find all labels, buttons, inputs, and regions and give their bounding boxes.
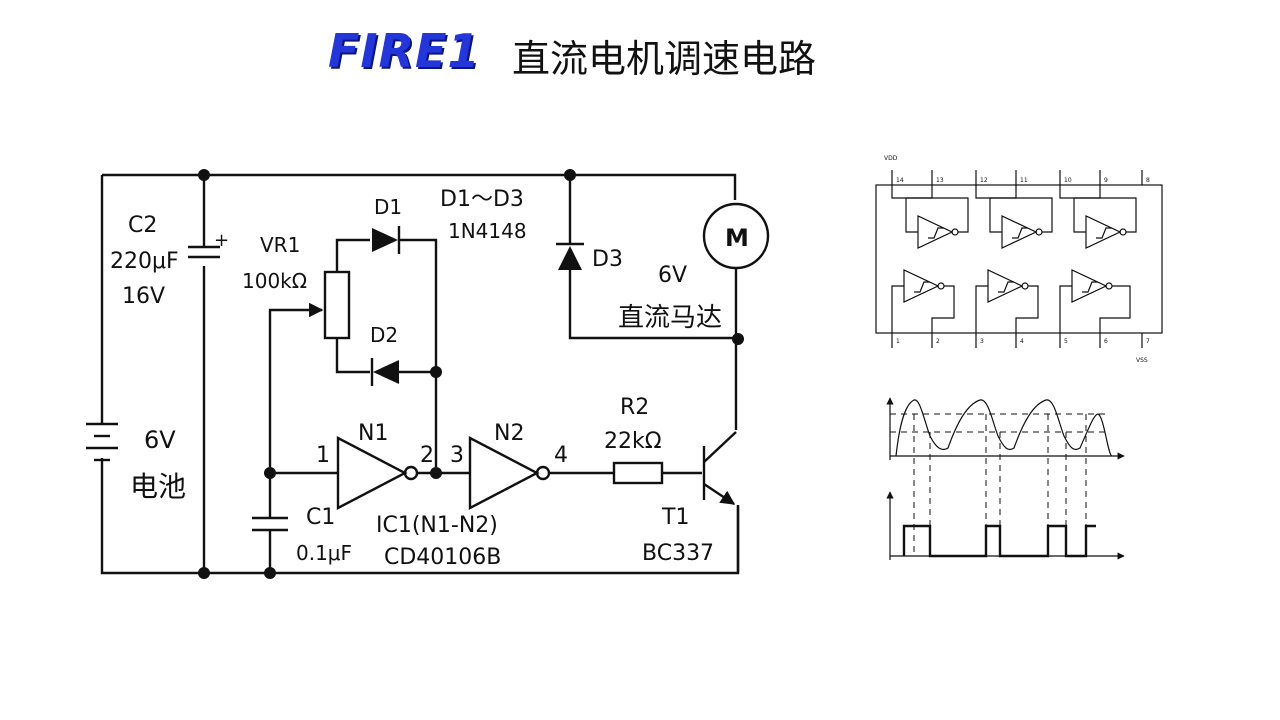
waveform-diagram: [886, 397, 1125, 560]
motor-label: 直流马达: [618, 303, 722, 333]
inverter-n1: [270, 436, 470, 510]
battery-voltage-label: 6V: [144, 426, 176, 454]
vr1-name-label: VR1: [260, 233, 300, 257]
vdd-label: VDD: [884, 155, 898, 162]
t1-name-label: T1: [661, 505, 689, 530]
diode-d1: [372, 226, 438, 467]
capacitor-c2: [188, 175, 220, 573]
resistor-r2: [612, 461, 702, 485]
diode-d3: [556, 175, 738, 340]
pinout-pins: [891, 170, 1143, 348]
vr1-value-label: 100kΩ: [242, 269, 307, 293]
pin-number: 13: [936, 177, 944, 184]
pin-number: 2: [936, 338, 940, 345]
inverter-gate-lower-3: [1059, 269, 1131, 333]
c2-voltage-label: 16V: [122, 284, 165, 309]
junction-dot: [430, 467, 442, 479]
potentiometer-vr1: [268, 238, 370, 467]
c2-plus-sign: +: [214, 230, 229, 251]
n2-name-label: N2: [494, 421, 524, 446]
ic-part-label: CD40106B: [384, 545, 501, 570]
c1-name-label: C1: [306, 505, 335, 530]
inverter-gate-lower-1: [891, 269, 955, 333]
d3-name-label: D3: [592, 247, 623, 272]
diode-d2: [370, 358, 436, 386]
motor-symbol: [702, 202, 770, 430]
inverter-gate-upper-2: [975, 185, 1053, 249]
battery-label: 电池: [130, 470, 186, 503]
pin-number: 3: [980, 338, 984, 345]
square-wave-output: [902, 524, 1096, 558]
inverter-gate-lower-2: [975, 269, 1039, 333]
capacitor-charge-waveform: [895, 399, 1113, 457]
pin2-label: 2: [420, 443, 434, 468]
ic-pinout-diagram: VDD VSS 14 13 12 11 10 9 8 1 2 3 4: [875, 155, 1163, 364]
c2-name-label: C2: [128, 213, 157, 238]
pin-number: 4: [1020, 338, 1024, 345]
junction-dot: [264, 567, 276, 579]
junction-dot: [430, 366, 442, 378]
pin-number: 8: [1146, 177, 1150, 184]
d1-name-label: D1: [374, 195, 402, 219]
inverter-gate-upper-3: [1059, 185, 1137, 249]
battery-symbol: [86, 418, 118, 462]
diodes-range-label: D1～D3: [440, 187, 524, 212]
junction-dot: [198, 567, 210, 579]
n1-name-label: N1: [358, 421, 388, 446]
fire1-logo: FIRE1: [328, 24, 481, 78]
pin-number: 14: [896, 177, 904, 184]
motor-voltage-label: 6V: [658, 263, 687, 288]
c2-value-label: 220μF: [110, 249, 179, 274]
pin4-label: 4: [554, 443, 568, 468]
pin3-label: 3: [450, 443, 464, 468]
capacitor-c1: [252, 473, 288, 573]
d2-name-label: D2: [370, 323, 398, 347]
pin-number: 5: [1064, 338, 1068, 345]
transistor-t1: [702, 431, 740, 573]
junction-dot: [732, 333, 744, 345]
junction-dot: [564, 169, 576, 181]
diodes-part-label: 1N4148: [448, 219, 527, 243]
junction-dot: [198, 169, 210, 181]
c1-value-label: 0.1μF: [296, 541, 352, 565]
motor-m-label: M: [725, 224, 749, 252]
pin-number: 12: [980, 177, 988, 184]
r2-name-label: R2: [620, 395, 649, 420]
pin-number: 1: [896, 338, 900, 345]
page-title: 直流电机调速电路: [512, 37, 817, 81]
inverter-n2: [468, 436, 614, 510]
main-schematic: 6V 电池 + C2 220μF 16V VR1 100kΩ D1: [86, 169, 770, 579]
inverter-gate-upper-1: [891, 185, 969, 249]
top-rail: [102, 173, 737, 200]
pin-number: 9: [1104, 177, 1108, 184]
pin-number: 10: [1064, 177, 1072, 184]
pin-number: 11: [1020, 177, 1028, 184]
t1-part-label: BC337: [642, 541, 714, 566]
r2-value-label: 22kΩ: [604, 429, 662, 454]
ic-name-label: IC1(N1-N2): [376, 513, 498, 538]
vss-label: VSS: [1136, 357, 1148, 364]
pin1-label: 1: [316, 443, 330, 468]
pin-number: 7: [1146, 338, 1150, 345]
pin-number: 6: [1104, 338, 1108, 345]
